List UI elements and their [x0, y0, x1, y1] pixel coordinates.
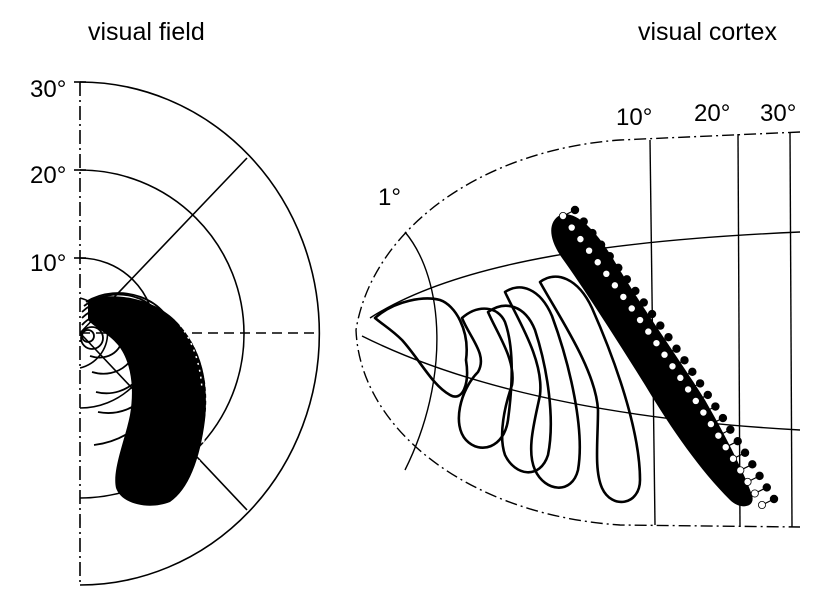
field-stimulus-edge-2	[159, 305, 203, 391]
cortex-response-contours	[373, 275, 642, 504]
field-contour-5	[85, 292, 178, 446]
bead-inner	[714, 431, 723, 440]
cortex-isopolar-upper	[369, 231, 801, 319]
bead-inner	[729, 454, 738, 463]
bead-outer	[570, 205, 580, 215]
bead-inner	[676, 373, 685, 382]
field-contour-7	[80, 326, 104, 350]
bead-inner	[636, 316, 645, 325]
bead-outer	[579, 217, 588, 226]
bead-outer	[755, 471, 764, 481]
bead-outer	[605, 252, 614, 261]
bead-inner	[644, 327, 653, 336]
bead-outer	[664, 332, 673, 342]
bead-inner	[593, 258, 602, 267]
bead-outer	[647, 309, 657, 319]
cortex-isopolar-lower	[361, 335, 801, 431]
cortex-contour-3	[486, 304, 553, 474]
field-stimulus-crescent	[88, 296, 207, 506]
field-contour-1	[81, 314, 124, 359]
cortex-eccentricity-30-label: 30°	[760, 100, 797, 127]
bead-inner	[706, 420, 715, 429]
cortex-isoecc-20	[737, 133, 741, 528]
bead-outer	[733, 437, 742, 446]
bead-outer	[656, 321, 665, 330]
cortex-contour-2	[457, 307, 514, 449]
field-contour-4	[83, 293, 168, 414]
cortex-bead-markers	[559, 205, 779, 509]
field-eccentricity-20-label: 20°	[30, 162, 67, 189]
bead-outer	[688, 367, 697, 377]
bead-inner	[736, 466, 745, 475]
cortex-isoecc-1	[404, 231, 438, 471]
bead-outer	[680, 356, 689, 365]
bead-inner	[567, 223, 576, 232]
bead-inner	[684, 385, 693, 394]
cortex-contour-4	[503, 286, 582, 489]
bead-outer	[726, 425, 735, 434]
bead-inner	[721, 443, 730, 452]
bead-outer	[711, 402, 720, 411]
bead-inner	[585, 246, 594, 255]
field-eccentricity-10-label: 10°	[30, 250, 67, 277]
visual-field-stimulus	[80, 292, 208, 506]
cortex-stimulus-band	[551, 214, 753, 507]
cortex-contour-1	[373, 297, 469, 398]
cortex-eccentricity-10-label: 10°	[616, 104, 653, 131]
bead-outer	[769, 494, 779, 504]
bead-outer	[672, 344, 681, 353]
bead-outer	[740, 448, 750, 457]
bead-inner	[668, 362, 677, 371]
bead-outer	[596, 240, 606, 249]
field-contour-3	[81, 298, 154, 395]
bead-outer	[718, 413, 728, 423]
bead-inner	[758, 500, 767, 509]
bead-outer	[614, 263, 623, 272]
bead-inner	[610, 281, 619, 290]
bead-inner	[652, 339, 661, 348]
eccentricity-arc-30	[79, 81, 321, 586]
bead-inner	[559, 211, 568, 220]
field-eccentricity-30-label: 30°	[30, 76, 67, 103]
field-contour-2	[81, 306, 140, 375]
bead-outer	[762, 483, 771, 492]
cortex-boundary	[355, 131, 801, 528]
bead-inner	[619, 292, 628, 301]
cortex-contour-5	[538, 275, 642, 504]
visual-cortex-title: visual cortex	[638, 18, 777, 46]
cortex-isoecc-30	[789, 131, 793, 528]
visual-field-title: visual field	[88, 18, 205, 46]
bead-inner	[602, 269, 611, 278]
bead-inner	[699, 408, 708, 417]
bead-outer	[588, 228, 597, 238]
bead-outer	[703, 390, 712, 400]
bead-outer	[622, 275, 632, 284]
bead-outer	[748, 460, 757, 469]
bead-inner	[750, 489, 759, 498]
bead-inner	[743, 477, 752, 486]
bead-inner	[576, 235, 585, 244]
bead-outer	[631, 286, 640, 296]
bead-outer	[695, 379, 705, 388]
bead-outer	[639, 298, 648, 307]
bead-inner	[660, 350, 669, 359]
bead-inner	[691, 396, 700, 405]
cortex-eccentricity-20-label: 20°	[694, 100, 731, 127]
cortex-eccentricity-1-label: 1°	[378, 184, 401, 211]
bead-inner	[627, 304, 636, 313]
